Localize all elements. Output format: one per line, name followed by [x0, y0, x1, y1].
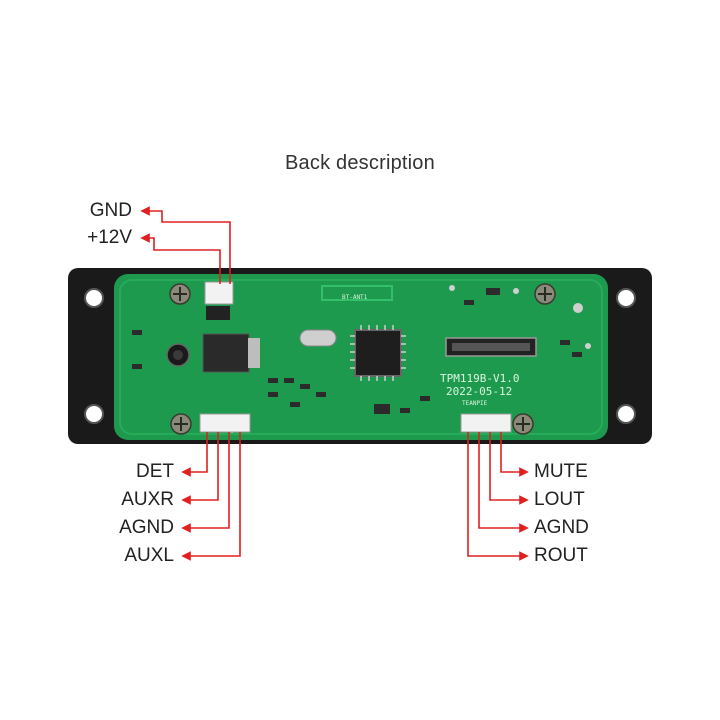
pin-label-12v: +12V — [87, 227, 132, 248]
leader-agnd-right — [478, 432, 529, 533]
antenna-trace — [321, 285, 393, 301]
pin-label-agnd-left: AGND — [119, 517, 174, 538]
output-connector — [460, 413, 512, 433]
leader-auxl — [181, 432, 241, 561]
chip-pins — [350, 325, 406, 381]
regulator-tab — [248, 338, 260, 368]
leader-rout — [467, 432, 529, 561]
capacitor-icon — [166, 343, 190, 367]
board-date: 2022-05-12 — [446, 385, 512, 398]
screw-icon — [170, 413, 192, 435]
screw-icon — [534, 283, 556, 305]
leader-gnd — [140, 206, 231, 284]
smd-components — [132, 288, 582, 414]
pcb-highlight — [119, 279, 603, 435]
pin-label-lout: LOUT — [534, 489, 585, 510]
pin-label-det: DET — [136, 461, 174, 482]
test-pad — [585, 343, 591, 349]
crystal-oscillator — [299, 329, 337, 347]
screw-icon — [512, 413, 534, 435]
main-chip — [354, 329, 402, 377]
leader-lout — [489, 432, 529, 505]
smd-component — [206, 306, 230, 320]
board-maker: TEANPIE — [462, 400, 488, 407]
leader-auxr — [181, 432, 219, 505]
leader-agnd-left — [181, 432, 230, 533]
input-connector — [199, 413, 251, 433]
pin-label-rout: ROUT — [534, 545, 588, 566]
mount-hole-left-bottom — [84, 404, 104, 424]
pin-label-auxl: AUXL — [124, 545, 174, 566]
pin-label-mute: MUTE — [534, 461, 588, 482]
mount-hole-left — [84, 288, 104, 308]
leader-det — [181, 432, 208, 477]
test-pad — [449, 285, 455, 291]
regulator-chip — [202, 333, 250, 373]
screw-icon — [169, 283, 191, 305]
mount-hole-right-bottom — [616, 404, 636, 424]
pin-label-auxr: AUXR — [121, 489, 174, 510]
leader-12v — [140, 233, 221, 284]
pin-label-agnd-right: AGND — [534, 517, 589, 538]
card-slot-inner — [452, 343, 530, 351]
leader-mute — [500, 432, 529, 477]
power-connector — [204, 281, 234, 305]
test-pad — [573, 303, 583, 313]
diagram-heading: Back description — [285, 152, 435, 174]
pin-label-gnd: GND — [89, 200, 132, 221]
board-antenna-label: BT-ANT1 — [342, 294, 368, 301]
mount-hole-right — [616, 288, 636, 308]
board-model: TPM119B-V1.0 — [440, 372, 519, 385]
test-pad — [513, 288, 519, 294]
